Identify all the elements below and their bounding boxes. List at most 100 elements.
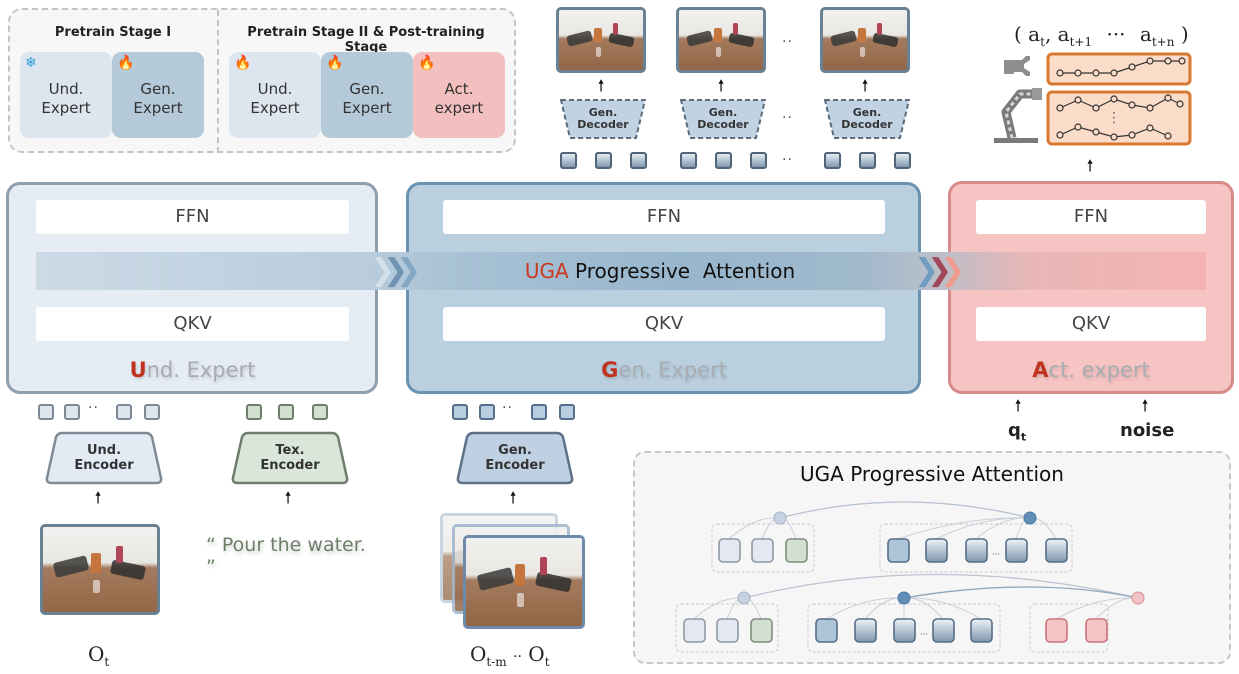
trajectory-point [1092,128,1100,136]
latent-token [560,152,577,169]
generated-frame-image [820,7,910,73]
attention-edge [935,517,1031,540]
und-token [64,404,80,420]
label-line1: Gen. [708,106,738,119]
cross-attention-arc [743,573,1139,599]
subscript: t [544,655,550,669]
und-token-box [683,618,706,643]
und-qkv: QKV [36,307,349,341]
obs-symbol: O [528,642,545,666]
trajectory-point [1110,69,1118,77]
gen-token-box [1045,538,1068,563]
trajectory-point [1128,131,1136,139]
scene-object [566,29,594,47]
stage1-und-expert: ❄ Und. Expert [20,52,112,138]
trajectory-point [1164,57,1172,65]
latent-token [680,152,697,169]
trajectory-point [1146,104,1154,112]
attention-node [737,591,751,605]
gripper-icon [1004,56,1030,76]
arrow-up-icon: 🠕 [1014,396,1022,415]
gen-ffn: FFN [443,200,885,234]
trajectory-point [1092,104,1100,112]
ellipsis: ··· [920,630,929,640]
und-token-box [718,538,741,563]
progressive-attention-title: UGA Progressive Attention [430,259,890,283]
gen-encoder: Gen. Encoder [455,433,575,483]
gen-decoder-shape [680,99,766,139]
und-encoder-shape [45,431,163,485]
gen-token [531,404,547,420]
trajectory-point [1110,95,1118,103]
stage1-gen-expert: 🔥 Gen. Expert [112,52,204,138]
gen-decoder: Gen.Decoder [678,99,768,139]
token-group-outline [675,603,779,653]
observation-history-label: Ot-m ·· Ot [470,642,550,669]
subscript: t+n [1151,35,1175,49]
gen-token-box [965,538,988,563]
stage2-act-expert: 🔥 Act. expert [413,52,505,138]
trajectory-point [1128,63,1136,71]
ellipsis: ·· [513,649,522,665]
gen-token-box [932,618,955,643]
scene-object [872,32,900,48]
label-line2: expert [434,99,484,117]
label-line2: Encoder [260,458,320,473]
tex-token-box [785,538,808,563]
cross-attention-arc [903,586,1139,599]
label-line1: Tex. [275,443,305,458]
latent-token [715,152,732,169]
scene-object [594,28,602,43]
noise-label: noise [1120,420,1175,441]
label-rest: nd. Expert [146,358,256,382]
trajectory-point [1056,104,1064,112]
separator: , [1044,22,1052,46]
act-ffn: FFN [976,200,1206,234]
label-line1: Gen. [349,80,385,98]
attention-edge [975,517,1031,540]
decoder-outline [560,99,646,139]
gen-token-box [970,618,993,643]
action-symbol: a [1057,22,1070,46]
gen-token [479,404,495,420]
act-qkv: QKV [976,307,1206,341]
gen-decoder-shape [560,99,646,139]
ellipsis: ·· [782,110,793,126]
text-token [246,404,262,420]
attention-node [1131,591,1145,605]
uga-prefix: UGA [524,259,569,283]
tex-encoder-shape [231,431,349,485]
gen-token-box [925,538,948,563]
latent-token [595,152,612,169]
vertical-ellipsis: ⋮ [1107,110,1121,126]
label-line2: Decoder [577,118,629,131]
latent-token [894,152,911,169]
trajectory-point [1164,132,1172,140]
label-line2: Decoder [841,118,893,131]
decoder-outline [680,99,766,139]
gen-qkv: QKV [443,307,885,341]
scene-object [715,47,721,57]
attention-edge [903,597,982,620]
trajectory-point [1056,131,1064,139]
subscript: t-m [486,655,507,669]
cross-attention-arc [779,501,1031,519]
q-symbol: q [1008,420,1021,441]
attention-node [773,511,787,525]
label-line2: Expert [250,99,300,117]
gen-decoder: Gen.Decoder [822,99,912,139]
ellipsis: ·· [782,34,793,50]
arrow-up-icon: 🠕 [1141,396,1149,415]
robot-arm-icon [994,88,1042,143]
gen-token-box [887,538,910,563]
label-line2: Expert [41,99,91,117]
label-line2: Expert [133,99,183,117]
generated-frame-image [556,7,646,73]
act-token-box [1045,618,1068,643]
attention-node [1023,511,1037,525]
ellipsis: ··· [1106,22,1126,46]
label-initial: U [129,358,147,382]
scene-object [714,28,722,43]
tex-token-box [750,618,773,643]
trajectory-point [1110,133,1118,141]
